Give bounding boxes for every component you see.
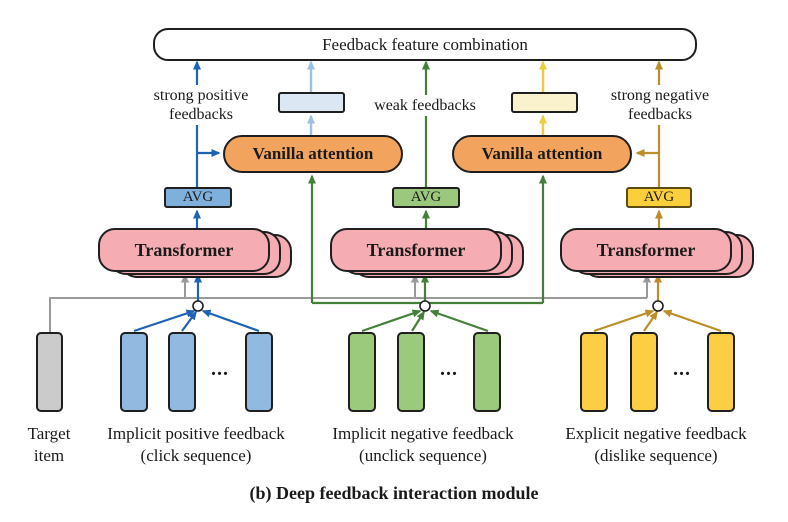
click-sequence-bar — [120, 332, 148, 412]
explicit-negative-line1: Explicit negative feedback — [565, 424, 747, 443]
target-item-line2: item — [33, 446, 65, 465]
target-item-line1: Target — [27, 424, 71, 443]
transformer-negative-stack: Transformer — [560, 228, 756, 282]
avg-positive-box: AVG — [164, 187, 232, 208]
unclick-junction-node — [419, 300, 431, 312]
vanilla-attention-left-box: Vanilla attention — [223, 135, 403, 173]
implicit-negative-line1: Implicit negative feedback — [332, 424, 514, 443]
strong-negative-line2: feedbacks — [628, 106, 692, 123]
transformer-unclick-label: Transformer — [330, 228, 502, 272]
unclick-sequence-ellipsis: ... — [440, 358, 458, 380]
target-item-bus-gray — [49, 273, 651, 332]
unclick-sequence-bar — [397, 332, 425, 412]
vanilla-attention-right-box: Vanilla attention — [452, 135, 632, 173]
strong-positive-line2: feedbacks — [169, 106, 233, 123]
avg-unclick-box: AVG — [392, 187, 460, 208]
implicit-positive-line2: (click sequence) — [140, 446, 252, 465]
transformer-positive-label: Transformer — [98, 228, 270, 272]
strong-negative-feedbacks-label: strong negative feedbacks — [599, 85, 721, 125]
dislike-sequence-bar — [707, 332, 735, 412]
strong-positive-feedbacks-label: strong positive feedbacks — [140, 85, 262, 125]
implicit-positive-feedback-label: Implicit positive feedback (click sequen… — [86, 423, 306, 467]
positive-junction-node — [192, 300, 204, 312]
negative-feature-vector — [511, 92, 578, 113]
explicit-negative-feedback-label: Explicit negative feedback (dislike sequ… — [546, 423, 766, 467]
unclick-sequence-bar — [348, 332, 376, 412]
click-sequence-ellipsis: ... — [211, 358, 229, 380]
explicit-negative-line2: (dislike sequence) — [594, 446, 718, 465]
strong-negative-line1: strong negative — [610, 87, 710, 104]
dislike-sequence-ellipsis: ... — [673, 358, 691, 380]
weak-feedbacks-label: weak feedbacks — [363, 95, 487, 116]
positive-feature-vector — [278, 92, 345, 113]
transformer-unclick-stack: Transformer — [330, 228, 526, 282]
implicit-positive-line1: Implicit positive feedback — [107, 424, 285, 443]
implicit-negative-line2: (unclick sequence) — [359, 446, 487, 465]
junction-nodes — [192, 300, 664, 312]
click-sequence-bar — [245, 332, 273, 412]
negative-junction-node — [652, 300, 664, 312]
feedback-feature-combination-box: Feedback feature combination — [153, 28, 697, 61]
click-sequence-bar — [168, 332, 196, 412]
dislike-sequence-bar — [580, 332, 608, 412]
dislike-sequence-bar — [630, 332, 658, 412]
strong-positive-line1: strong positive — [153, 87, 249, 104]
transformer-negative-label: Transformer — [560, 228, 732, 272]
target-item-bar — [36, 332, 63, 412]
transformer-positive-stack: Transformer — [98, 228, 294, 282]
attention-output-arrows — [307, 60, 547, 135]
unclick-sequence-bar — [473, 332, 501, 412]
avg-negative-box: AVG — [626, 187, 692, 208]
target-item-label: Target item — [9, 423, 89, 467]
figure-caption: (b) Deep feedback interaction module — [249, 483, 539, 503]
implicit-negative-feedback-label: Implicit negative feedback (unclick sequ… — [313, 423, 533, 467]
